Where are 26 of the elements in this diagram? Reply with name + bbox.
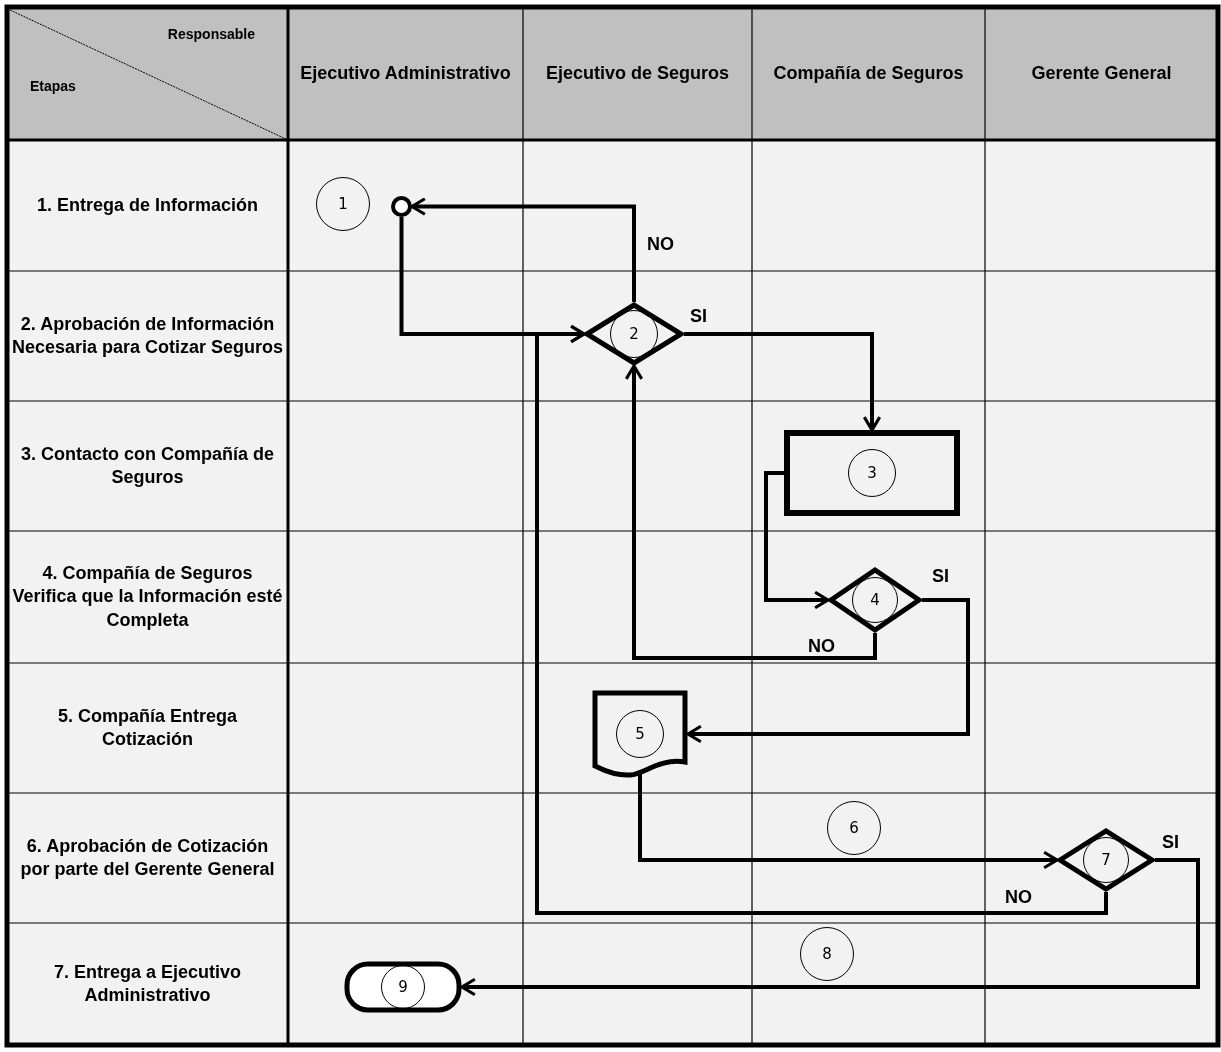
document-shape	[592, 690, 688, 778]
column-header: Ejecutivo de Seguros	[544, 61, 731, 85]
stage-label: 4. Compañía de Seguros Verifica que la Información esté Completa	[11, 561, 284, 632]
arrow	[624, 364, 877, 660]
arrow	[410, 197, 636, 302]
stage-label: 7. Entrega a Ejecutivo Administrativo	[52, 960, 243, 1007]
corner-label: Responsable	[166, 24, 255, 44]
stage-label: 2. Aprobación de Información Necesaria para Cotizar Seguros	[11, 312, 284, 359]
decision-diamond	[1057, 828, 1155, 892]
stage-label: 1. Entrega de Información	[35, 193, 259, 217]
arrow	[684, 332, 882, 432]
column-header: Ejecutivo Administrativo	[299, 61, 512, 85]
arrow	[460, 858, 1200, 997]
corner-label: Etapas	[30, 76, 77, 96]
stage-label: 3. Contacto con Compañía de Seguros	[20, 442, 275, 489]
terminator-shape	[344, 961, 462, 1013]
process-box	[784, 430, 960, 516]
decision-diamond	[828, 567, 922, 633]
decision-diamond	[584, 302, 684, 366]
stage-label: 6. Aprobación de Cotización por parte del Gerente General	[19, 834, 276, 881]
arrow	[764, 471, 830, 610]
column-header: Gerente General	[1030, 61, 1173, 85]
column-header: Compañía de Seguros	[772, 61, 965, 85]
arrow	[686, 598, 970, 744]
arrow	[535, 324, 1108, 915]
stage-label: 5. Compañía Entrega Cotización	[56, 704, 238, 751]
